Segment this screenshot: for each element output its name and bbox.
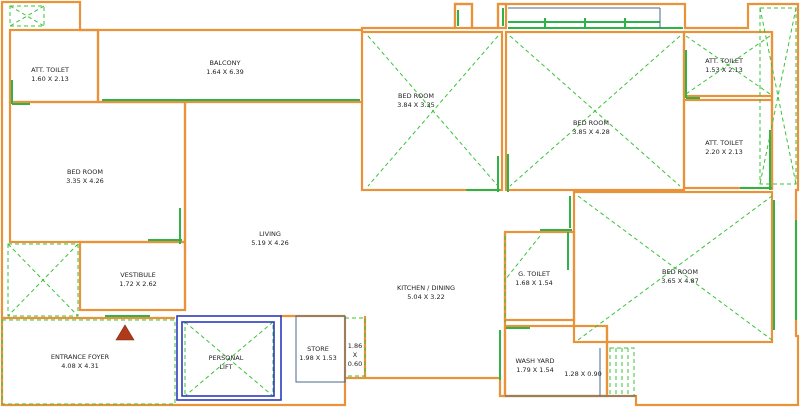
- room-kitchen-dining-size: 5.04 X 3.22: [407, 293, 445, 301]
- room-wash-yard-name: WASH YARD: [515, 357, 554, 365]
- room-bedroom-2-size: 3.85 X 4.28: [572, 128, 610, 136]
- room-entrance-foyer-size: 4.08 X 4.31: [61, 362, 99, 370]
- room-att-toilet-1-name: ATT. TOILET: [31, 66, 69, 74]
- room-living-size: 5.19 X 4.26: [251, 239, 289, 247]
- duct-1-dim-top: 1.86: [348, 342, 362, 350]
- room-entrance-foyer-name: ENTRANCE FOYER: [51, 353, 110, 361]
- duct-1-dim-bottom: 0.60: [348, 360, 362, 368]
- room-balcony-size: 1.64 X 6.39: [206, 68, 244, 76]
- top-strip: [508, 7, 661, 28]
- room-att-toilet-3-name: ATT. TOILET: [705, 139, 743, 147]
- lift: [176, 315, 282, 401]
- room-att-toilet-1-size: 1.60 X 2.13: [31, 75, 69, 83]
- windows: [11, 8, 797, 380]
- shafts: [1, 5, 797, 405]
- room-bedroom-4-size: 3.65 X 4.87: [661, 277, 699, 285]
- room-att-toilet-2-size: 1.53 X 2.13: [705, 66, 743, 74]
- room-att-toilet-2-name: ATT. TOILET: [705, 57, 743, 65]
- room-bedroom-4-name: BED ROOM: [662, 268, 698, 276]
- room-g-toilet-name: G. TOILET: [518, 270, 550, 278]
- room-bedroom-3-name: BED ROOM: [67, 168, 103, 176]
- room-bedroom-1-name: BED ROOM: [398, 92, 434, 100]
- duct-1-dim-mid: X: [353, 351, 358, 359]
- room-kitchen-dining-name: KITCHEN / DINING: [397, 284, 455, 292]
- room-living-name: LIVING: [259, 230, 281, 238]
- room-bedroom-1-size: 3.84 X 3.35: [397, 101, 435, 109]
- room-store-name: STORE: [307, 345, 329, 353]
- room-personal-lift-size: LIFT: [219, 363, 232, 371]
- room-bedroom-2-name: BED ROOM: [573, 119, 609, 127]
- room-vestibule-size: 1.72 X 2.62: [119, 280, 157, 288]
- room-store-size: 1.98 X 1.53: [299, 354, 337, 362]
- store-outline: [295, 315, 636, 397]
- room-g-toilet-size: 1.68 X 1.54: [515, 279, 553, 287]
- room-wash-yard-size: 1.79 X 1.54: [516, 366, 554, 374]
- room-vestibule-name: VESTIBULE: [120, 271, 156, 279]
- room-labels: ATT. TOILET 1.60 X 2.13 BALCONY 1.64 X 6…: [31, 57, 743, 378]
- entrance-arrow-icon: [115, 324, 135, 341]
- duct-2-dim: 1.28 X 0.90: [564, 370, 602, 378]
- room-att-toilet-3-size: 2.20 X 2.13: [705, 148, 743, 156]
- room-bedroom-3-size: 3.35 X 4.26: [66, 177, 104, 185]
- room-personal-lift-name: PERSONAL: [209, 354, 244, 362]
- room-balcony-name: BALCONY: [209, 59, 240, 67]
